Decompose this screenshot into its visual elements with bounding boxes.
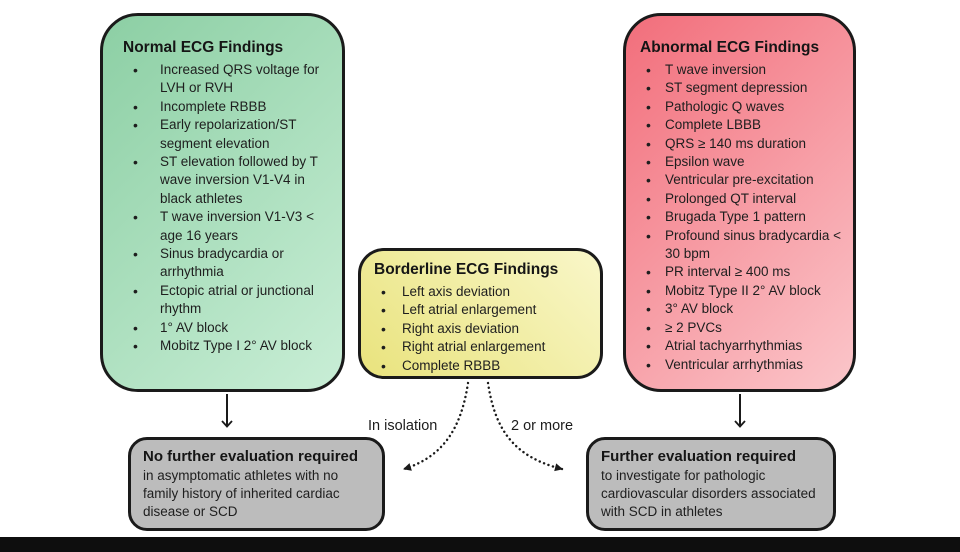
list-item: Pathologic Q waves (640, 98, 847, 117)
abnormal-ecg-findings-box: Abnormal ECG Findings T wave inversionST… (623, 13, 856, 392)
list-item: Brugada Type 1 pattern (640, 208, 847, 227)
list-item: Mobitz Type I 2° AV block (123, 337, 334, 356)
list-item: 1° AV block (123, 319, 334, 338)
list-item: QRS ≥ 140 ms duration (640, 135, 847, 154)
list-item: Ectopic atrial or junctional rhythm (123, 282, 334, 319)
no-further-evaluation-box: No further evaluation required in asympt… (128, 437, 385, 531)
normal-ecg-list: Increased QRS voltage for LVH or RVHInco… (123, 61, 334, 356)
list-item: Ventricular arrhythmias (640, 356, 847, 375)
list-item: Right axis deviation (374, 320, 592, 339)
list-item: Incomplete RBBB (123, 98, 334, 117)
list-item: Sinus bradycardia or arrhythmia (123, 245, 334, 282)
further-evaluation-body: to investigate for pathologic cardiovasc… (601, 468, 816, 519)
list-item: T wave inversion (640, 61, 847, 80)
further-evaluation-box: Further evaluation required to investiga… (586, 437, 836, 531)
in-isolation-label: In isolation (368, 418, 438, 434)
list-item: Prolonged QT interval (640, 190, 847, 209)
list-item: PR interval ≥ 400 ms (640, 263, 847, 282)
abnormal-ecg-list: T wave inversionST segment depressionPat… (640, 61, 847, 374)
no-further-evaluation-title: No further evaluation required (143, 448, 359, 465)
list-item: Left atrial enlargement (374, 301, 592, 320)
list-item: Complete RBBB (374, 357, 592, 376)
list-item: ST segment depression (640, 79, 847, 98)
list-item: Increased QRS voltage for LVH or RVH (123, 61, 334, 98)
abnormal-ecg-title: Abnormal ECG Findings (640, 39, 820, 56)
list-item: ≥ 2 PVCs (640, 319, 847, 338)
bottom-black-bar (0, 537, 960, 552)
further-evaluation-title: Further evaluation required (601, 448, 797, 465)
list-item: Mobitz Type II 2° AV block (640, 282, 847, 301)
list-item: Left axis deviation (374, 283, 592, 302)
list-item: 3° AV block (640, 300, 847, 319)
list-item: Atrial tachyarrhythmias (640, 337, 847, 356)
no-further-evaluation-body: in asymptomatic athletes with no family … (143, 468, 340, 519)
normal-ecg-title: Normal ECG Findings (123, 39, 284, 56)
borderline-ecg-list: Left axis deviationLeft atrial enlargeme… (374, 283, 592, 375)
two-or-more-label: 2 or more (511, 418, 574, 434)
borderline-ecg-title: Borderline ECG Findings (374, 261, 559, 278)
list-item: Right atrial enlargement (374, 338, 592, 357)
normal-ecg-findings-box: Normal ECG Findings Increased QRS voltag… (100, 13, 345, 392)
list-item: Complete LBBB (640, 116, 847, 135)
borderline-ecg-findings-box: Borderline ECG Findings Left axis deviat… (358, 248, 603, 379)
list-item: Early repolarization/ST segment elevatio… (123, 116, 334, 153)
list-item: Ventricular pre-excitation (640, 171, 847, 190)
list-item: Epsilon wave (640, 153, 847, 172)
list-item: Profound sinus bradycardia < 30 bpm (640, 227, 847, 264)
list-item: ST elevation followed by T wave inversio… (123, 153, 334, 208)
list-item: T wave inversion V1-V3 < age 16 years (123, 208, 334, 245)
